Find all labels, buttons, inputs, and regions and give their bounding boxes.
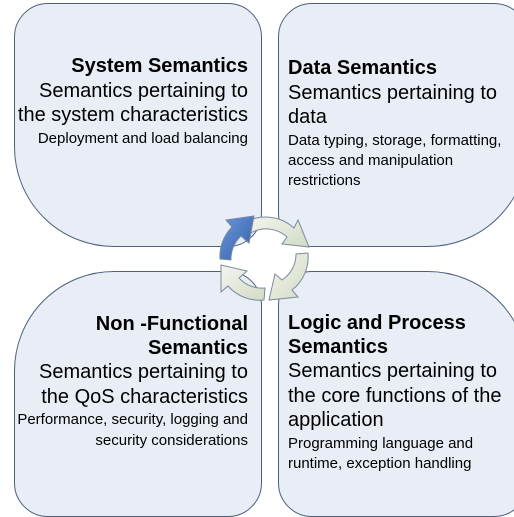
data-semantics-title: Data Semantics	[288, 57, 437, 79]
logic-process-semantics-text: Logic and Process Semantics Semantics pe…	[288, 312, 514, 474]
logic-process-semantics-panel: Logic and Process Semantics Semantics pe…	[278, 271, 514, 517]
non-functional-semantics-examples: Performance, security, logging and secur…	[17, 411, 248, 449]
cycle-arrows-icon	[219, 215, 310, 301]
data-semantics-examples: Data typing, storage, formatting, access…	[288, 131, 502, 190]
logic-process-semantics-description: Semantics pertaining to the core functio…	[288, 360, 502, 432]
system-semantics-description: Semantics pertaining to the system chara…	[17, 79, 248, 127]
system-semantics-panel: System Semantics Semantics pertaining to…	[14, 3, 262, 247]
non-functional-semantics-panel: Non -Functional Semantics Semantics pert…	[14, 271, 262, 517]
non-functional-semantics-description: Semantics pertaining to the QoS characte…	[38, 361, 248, 408]
cycle-arrow-top	[240, 216, 310, 248]
non-functional-semantics-title: Non -Functional Semantics	[95, 313, 248, 359]
data-semantics-panel: Data Semantics Semantics pertaining to d…	[278, 3, 514, 247]
system-semantics-text: System Semantics Semantics pertaining to…	[15, 55, 248, 149]
cycle-arrow-bottom	[220, 264, 266, 301]
cycle-arrow-right	[268, 252, 309, 301]
system-semantics-title: System Semantics	[71, 55, 248, 77]
logic-process-semantics-examples: Programming language and runtime, except…	[288, 434, 474, 473]
system-semantics-examples: Deployment and load balancing	[37, 129, 248, 147]
non-functional-semantics-text: Non -Functional Semantics Semantics pert…	[15, 313, 248, 451]
data-semantics-description: Semantics pertaining to data	[288, 81, 498, 129]
cycle-arrow-left	[219, 215, 255, 261]
logic-process-semantics-title: Logic and Process Semantics	[288, 312, 466, 358]
data-semantics-text: Data Semantics Semantics pertaining to d…	[288, 57, 514, 192]
